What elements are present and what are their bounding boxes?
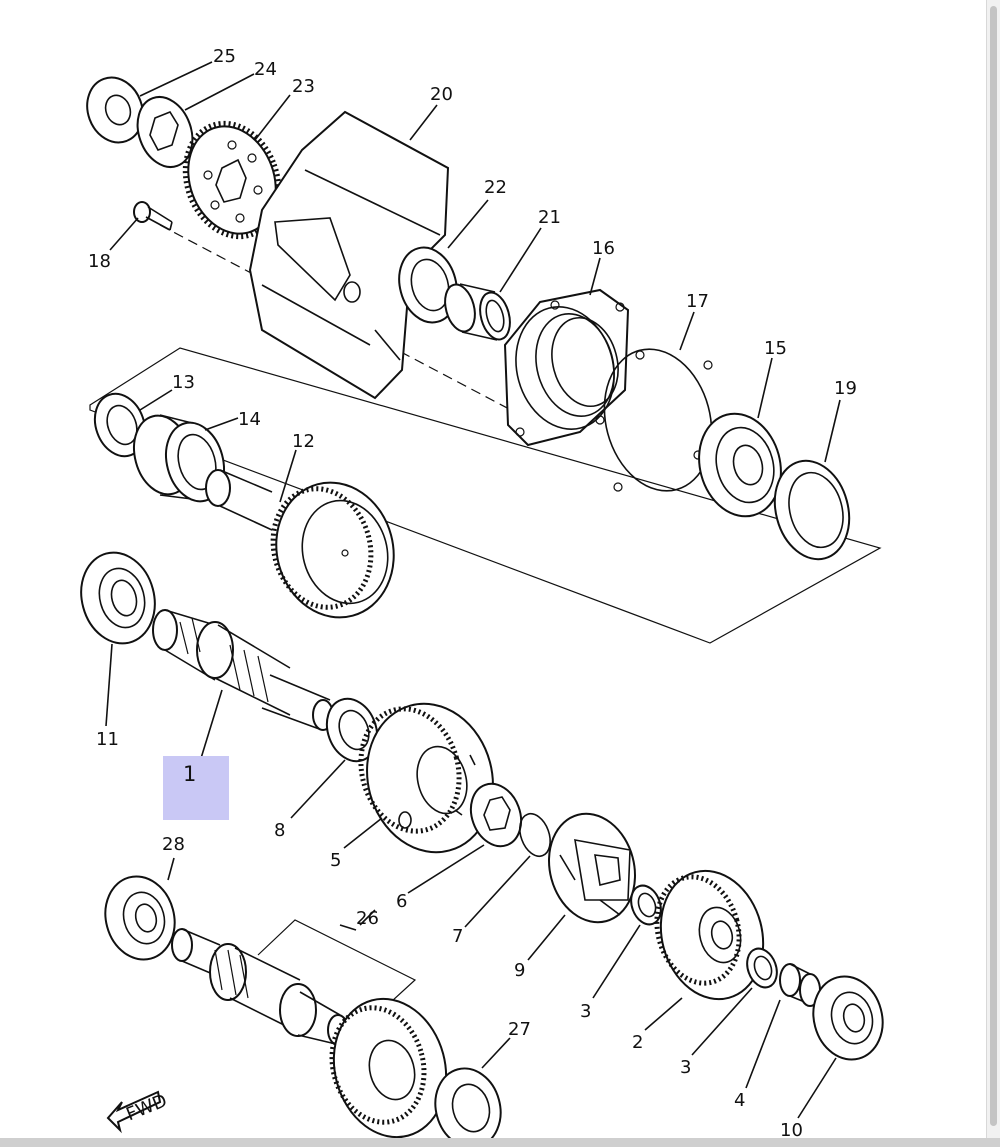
part-21-collar[interactable] (440, 281, 514, 343)
part-label-8: 8 (274, 820, 285, 841)
part-10-bearing[interactable] (804, 969, 891, 1068)
part-label-3-upper: 3 (580, 1001, 591, 1022)
part-16-bearing-housing[interactable] (503, 288, 630, 447)
part-2-gear[interactable] (645, 859, 777, 1010)
bottom-edge-bar (0, 1138, 1000, 1147)
part-label-1[interactable]: 1 (183, 762, 197, 786)
leader-lines (105, 61, 841, 1119)
part-25-nut[interactable] (78, 70, 151, 150)
part-label-4: 4 (734, 1090, 745, 1111)
part-label-26: 26 (356, 908, 379, 929)
part-label-20: 20 (430, 84, 453, 105)
part-3-washer-lower[interactable] (742, 944, 782, 991)
part-label-14: 14 (238, 409, 261, 430)
part-1-main-shaft[interactable] (152, 609, 334, 731)
part-label-11: 11 (96, 729, 119, 750)
part-6-washer[interactable] (463, 777, 530, 854)
part-13-washer[interactable] (87, 387, 154, 464)
part-4-collar[interactable] (779, 963, 821, 1007)
group-frame-shaft (257, 919, 417, 1013)
part-9-dog-clutch[interactable] (537, 804, 647, 932)
part-22-seal[interactable] (391, 241, 465, 329)
part-3-washer-upper[interactable] (626, 881, 666, 928)
scrollbar-thumb[interactable] (990, 6, 997, 1126)
part-label-25: 25 (213, 46, 236, 67)
part-label-7: 7 (452, 926, 463, 947)
part-label-5: 5 (330, 850, 341, 871)
part-7-circlip[interactable] (514, 810, 555, 861)
part-15-bearing[interactable] (688, 404, 792, 525)
part-23-sprocket[interactable] (170, 110, 294, 250)
part-label-18: 18 (88, 251, 111, 272)
fwd-arrow-icon: FWD (106, 1090, 170, 1134)
part-26-output-shaft[interactable] (171, 928, 461, 1147)
part-label-12: 12 (292, 431, 315, 452)
part-label-3-lower: 3 (680, 1057, 691, 1078)
fwd-label: FWD (123, 1090, 170, 1125)
part-24-washer[interactable] (128, 89, 201, 174)
part-label-15: 15 (764, 338, 787, 359)
part-label-27: 27 (508, 1019, 531, 1040)
part-label-21: 21 (538, 207, 561, 228)
part-label-10: 10 (780, 1120, 803, 1141)
part-20-housing[interactable] (248, 110, 450, 400)
selected-part-highlight[interactable] (163, 756, 229, 820)
part-label-9: 9 (514, 960, 525, 981)
part-label-13: 13 (172, 372, 195, 393)
part-label-17: 17 (686, 291, 709, 312)
part-label-23: 23 (292, 76, 315, 97)
part-label-22: 22 (484, 177, 507, 198)
part-label-16: 16 (592, 238, 615, 259)
part-label-24: 24 (254, 59, 277, 80)
part-19-circlip[interactable] (764, 452, 859, 567)
part-label-28: 28 (162, 834, 185, 855)
part-label-19: 19 (834, 378, 857, 399)
part-28-bearing[interactable] (96, 869, 183, 968)
part-label-6: 6 (396, 891, 407, 912)
part-12-gear-shaft[interactable] (205, 469, 409, 630)
part-number-labels: 25 24 23 20 22 21 16 17 15 19 18 13 14 1… (88, 46, 857, 1141)
group-frame-upper (89, 347, 882, 644)
part-label-2: 2 (632, 1032, 643, 1053)
part-11-bearing[interactable] (71, 544, 164, 652)
part-5-gear[interactable] (348, 690, 510, 867)
part-18-bolt[interactable] (133, 201, 173, 231)
